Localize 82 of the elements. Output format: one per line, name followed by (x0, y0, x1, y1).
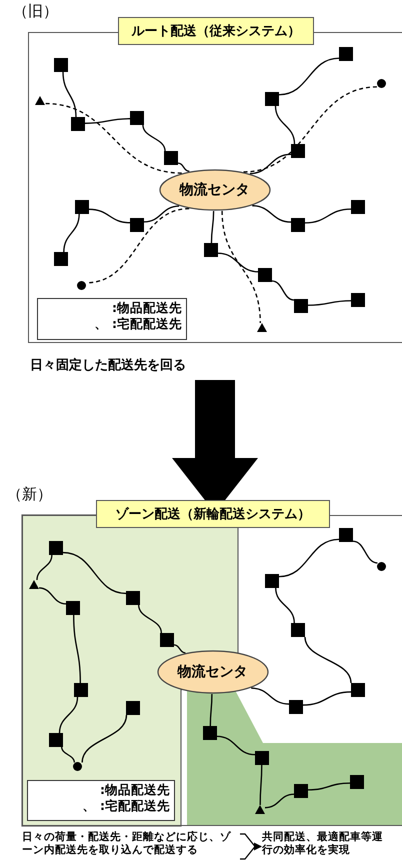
endpoint-triangle (254, 804, 264, 814)
route-line (308, 300, 352, 306)
destination-square (264, 574, 278, 588)
route-line (210, 694, 213, 726)
title-box: ゾーン配送（新輪配送システム） (96, 500, 330, 528)
destination-square (130, 218, 144, 232)
route-line (304, 208, 352, 224)
route-line (250, 154, 292, 174)
route-line (308, 782, 350, 791)
endpoint-dot (377, 562, 386, 571)
note-text: 共同配送、最適配車等運行の効率化を実現 (262, 831, 392, 861)
route-line (272, 280, 294, 301)
route-line (61, 746, 75, 763)
destination-square (258, 268, 272, 282)
route-line (82, 714, 128, 763)
route-line (38, 587, 66, 605)
route-line (62, 552, 126, 594)
route-line (174, 644, 186, 654)
destination-square (350, 292, 364, 306)
panel-heading: （新） (7, 485, 52, 504)
destination-square (70, 116, 84, 130)
legend-text: 、 :宅配配送先 (94, 316, 182, 332)
route-line (260, 765, 262, 805)
route-line (304, 636, 352, 684)
destination-square (294, 298, 308, 312)
route-line (73, 614, 81, 684)
destination-square (288, 700, 302, 714)
destination-square (74, 200, 88, 214)
dashed-route-line (221, 210, 261, 324)
center-ellipse: 物流センタ (158, 168, 270, 210)
route-line (352, 540, 378, 564)
endpoint-triangle (28, 580, 38, 590)
legend-text: :物品配送先 (99, 782, 170, 798)
destination-square (54, 58, 68, 72)
dashed-route-line (86, 208, 190, 284)
destination-square (290, 144, 304, 158)
destination-square (290, 622, 304, 636)
destination-square (338, 528, 352, 542)
route-line (264, 794, 294, 808)
destination-square (338, 46, 352, 60)
route-line (178, 162, 190, 172)
destination-square (264, 92, 278, 106)
route-line (144, 205, 180, 222)
route-line (302, 691, 352, 706)
route-line (210, 210, 214, 243)
destination-square (130, 110, 144, 124)
route-line (252, 205, 292, 223)
chevron-arrow (239, 833, 262, 860)
legend-text: :物品配送先 (111, 300, 182, 316)
route-line (251, 687, 290, 705)
dashed-route-line (243, 86, 378, 173)
endpoint-dot (77, 281, 86, 290)
route-line (58, 696, 78, 734)
destination-square (290, 218, 304, 232)
legend-text: 、 :宅配配送先 (82, 798, 170, 814)
route-line (275, 588, 295, 624)
center-ellipse: 物流センタ (156, 650, 268, 694)
route-line (84, 118, 130, 124)
title-box: ルート配送（従来システム） (118, 17, 314, 45)
destination-square (204, 242, 218, 256)
destination-square (350, 200, 364, 214)
route-line (63, 214, 80, 252)
endpoint-dot (377, 79, 386, 88)
destination-square (164, 150, 178, 164)
route-line (218, 252, 258, 272)
route-line (62, 72, 77, 118)
dashed-route-line (44, 102, 182, 174)
note-text: 日々の荷量・配送先・距離などに応じ、ゾーン内配送先を取り込んで配送する (22, 831, 236, 861)
route-line (278, 538, 340, 578)
endpoint-triangle (34, 96, 44, 106)
route-line (216, 736, 256, 756)
destination-square (54, 252, 68, 266)
route-line (274, 106, 296, 144)
destination-square (350, 682, 364, 696)
panel-heading: （旧） (13, 2, 58, 21)
route-line (142, 124, 166, 152)
route-line (88, 208, 130, 224)
caption-text: 日々固定した配送先を回る (30, 356, 186, 374)
route-line (138, 604, 162, 634)
route-line (36, 554, 52, 580)
route-line (278, 58, 340, 96)
endpoint-triangle (256, 322, 266, 332)
